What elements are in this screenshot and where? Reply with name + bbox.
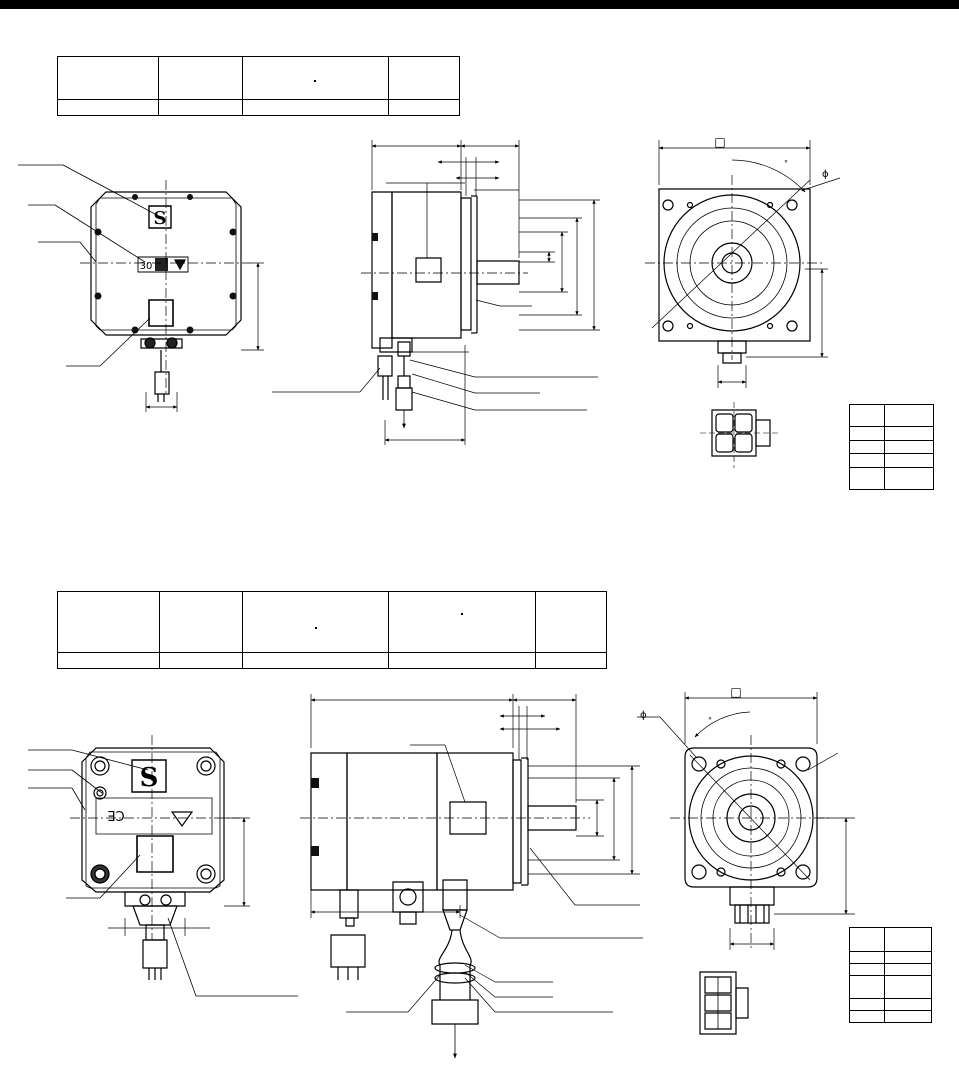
spec1-header-inertia bbox=[241, 56, 389, 100]
motor-1-side-view bbox=[272, 140, 600, 445]
connector-face-2 bbox=[700, 972, 748, 1034]
spec2-header-output bbox=[158, 591, 244, 653]
pin-table-2-cell bbox=[884, 927, 932, 952]
motor-2-side-view bbox=[300, 694, 643, 1059]
motor-1-front-labels: □ ϕ ° bbox=[714, 135, 829, 180]
spec2-header-model bbox=[57, 591, 160, 653]
spec-table-1 bbox=[56, 56, 461, 116]
svg-text:S: S bbox=[154, 208, 167, 229]
connector-pin-table-1 bbox=[849, 404, 934, 490]
svg-text:°: ° bbox=[708, 716, 712, 725]
motor-1-front-view bbox=[645, 140, 840, 388]
motor-2-front-labels: □ ϕ ° bbox=[640, 685, 742, 725]
svg-text:CE: CE bbox=[107, 807, 124, 822]
spec2-cell-inertia bbox=[242, 652, 389, 669]
spec-table-2 bbox=[57, 591, 607, 669]
svg-text:S: S bbox=[140, 763, 159, 793]
spec2-header-mass bbox=[535, 591, 607, 653]
svg-text:ϕ: ϕ bbox=[822, 169, 829, 180]
svg-text:ϕ: ϕ bbox=[640, 710, 647, 721]
motor-2-rear-view bbox=[28, 735, 298, 996]
pin-table-2-cell bbox=[884, 1010, 932, 1023]
motor-1-logo: S 30 bbox=[140, 208, 167, 272]
svg-text:30: 30 bbox=[140, 261, 153, 272]
spec1-header-mass bbox=[387, 56, 461, 100]
spec1-cell-output bbox=[158, 99, 243, 116]
spec1-cell-mass bbox=[387, 99, 461, 116]
svg-text:°: ° bbox=[784, 159, 788, 168]
spec2-cell-brake bbox=[387, 652, 537, 669]
spec2-cell-mass bbox=[535, 652, 607, 669]
motor-2-rear-labels: S CE bbox=[107, 763, 158, 822]
spec2-header-brake bbox=[387, 591, 537, 653]
motor-2-front-view bbox=[637, 692, 855, 950]
svg-text:□: □ bbox=[730, 685, 741, 699]
svg-text:□: □ bbox=[714, 135, 725, 149]
connector-face-1 bbox=[700, 402, 780, 468]
connector-pin-table-2 bbox=[849, 927, 932, 1023]
pin-table-1-cell bbox=[884, 467, 934, 490]
motor-1-rear-view bbox=[18, 165, 264, 412]
page-header-bar bbox=[0, 0, 959, 9]
spec2-cell-model bbox=[57, 652, 160, 669]
